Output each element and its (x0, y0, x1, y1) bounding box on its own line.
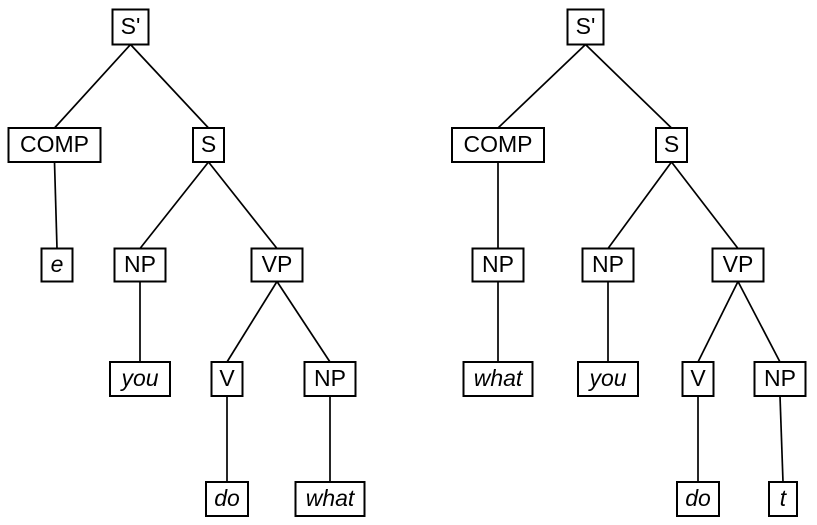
node-box-b-np2 (753, 360, 807, 398)
node-box-a-vp (250, 247, 304, 283)
node-label-a-what: what (306, 485, 356, 511)
node-box-a-np2 (303, 360, 357, 398)
tree-node-a-np2[interactable]: NP (303, 360, 357, 398)
node-label-a-comp: COMP (20, 131, 89, 157)
node-label-b-vp: VP (723, 251, 754, 277)
tree-node-b-np2[interactable]: NP (753, 360, 807, 398)
node-box-a-v (210, 360, 244, 398)
branch-line-a-s-to-a-np1 (139, 161, 210, 250)
node-box-b-t (767, 480, 799, 518)
node-label-b-comp: COMP (464, 131, 533, 157)
tree-node-a-sbar[interactable]: S' (111, 8, 150, 46)
tree-node-a-v[interactable]: V (210, 360, 244, 398)
node-box-b-np1 (581, 247, 635, 283)
node-box-b-do (675, 480, 721, 518)
node-box-a-comp (7, 126, 102, 164)
node-box-b-comp (450, 126, 546, 164)
node-label-a-vp: VP (262, 251, 293, 277)
branch-line-b-vp-to-b-np2 (737, 281, 781, 363)
surface-structure-tree-branches (497, 43, 784, 483)
branch-line-b-s-to-b-np1 (607, 161, 673, 250)
tree-node-b-vp[interactable]: VP (711, 247, 765, 283)
tree-node-a-comp[interactable]: COMP (7, 126, 102, 164)
node-box-b-np0 (471, 247, 525, 283)
node-box-a-you (108, 360, 172, 398)
node-label-b-s: S (664, 131, 679, 157)
surface-structure-tree-nodes: S' COMP S NP NP VP what you V NP do t (450, 8, 807, 518)
tree-node-a-do[interactable]: do (204, 480, 250, 518)
branch-line-a-sbar-to-a-s (129, 43, 210, 129)
branch-line-b-np2-to-b-t (779, 395, 784, 483)
node-box-b-s (654, 126, 689, 164)
tree-node-b-t[interactable]: t (767, 480, 799, 518)
branch-line-b-sbar-to-b-comp (497, 43, 587, 129)
node-label-b-v: V (690, 365, 706, 391)
branch-line-a-vp-to-a-np2 (276, 281, 331, 363)
branch-line-b-vp-to-b-v (697, 281, 739, 363)
node-label-b-you: you (587, 365, 626, 391)
node-label-a-sbar: S' (121, 13, 141, 39)
branch-line-a-vp-to-a-v (226, 281, 278, 363)
node-label-b-what: what (474, 365, 524, 391)
node-box-b-what (462, 360, 534, 398)
node-label-a-v: V (219, 365, 235, 391)
node-label-b-do: do (685, 485, 711, 511)
branch-line-a-s-to-a-vp (207, 161, 278, 250)
node-box-b-v (681, 360, 715, 398)
tree-node-b-comp[interactable]: COMP (450, 126, 546, 164)
tree-node-a-e[interactable]: e (40, 247, 74, 283)
tree-node-a-np1[interactable]: NP (113, 247, 167, 283)
node-box-b-you (576, 360, 640, 398)
tree-node-b-do[interactable]: do (675, 480, 721, 518)
node-box-b-sbar (566, 8, 605, 46)
node-label-a-s: S (201, 131, 216, 157)
branch-line-a-comp-to-a-e (53, 161, 58, 249)
node-box-a-do (204, 480, 250, 518)
node-label-b-np0: NP (482, 251, 514, 277)
tree-node-b-you[interactable]: you (576, 360, 640, 398)
node-box-a-e (40, 247, 74, 283)
tree-node-b-sbar[interactable]: S' (566, 8, 605, 46)
tree-node-b-v[interactable]: V (681, 360, 715, 398)
node-box-b-vp (711, 247, 765, 283)
node-label-a-you: you (119, 365, 158, 391)
node-label-b-sbar: S' (576, 13, 596, 39)
node-label-a-e: e (51, 251, 64, 277)
tree-node-a-vp[interactable]: VP (250, 247, 304, 283)
node-box-a-what (294, 480, 366, 518)
node-label-b-np1: NP (592, 251, 624, 277)
node-box-a-np1 (113, 247, 167, 283)
tree-node-a-s[interactable]: S (191, 126, 226, 164)
branch-line-a-sbar-to-a-comp (53, 43, 132, 129)
tree-node-b-np0[interactable]: NP (471, 247, 525, 283)
node-label-b-t: t (780, 485, 788, 511)
branch-line-b-sbar-to-b-s (584, 43, 673, 129)
branch-lines-layer (53, 43, 784, 483)
node-label-a-np1: NP (124, 251, 156, 277)
tree-node-a-you[interactable]: you (108, 360, 172, 398)
node-box-a-sbar (111, 8, 150, 46)
node-label-a-do: do (214, 485, 240, 511)
tree-node-b-s[interactable]: S (654, 126, 689, 164)
node-box-a-s (191, 126, 226, 164)
branch-line-b-s-to-b-vp (670, 161, 739, 250)
node-label-b-np2: NP (764, 365, 796, 391)
tree-node-b-what[interactable]: what (462, 360, 534, 398)
node-label-a-np2: NP (314, 365, 346, 391)
tree-node-b-np1[interactable]: NP (581, 247, 635, 283)
tree-node-a-what[interactable]: what (294, 480, 366, 518)
deep-structure-tree-branches (53, 43, 331, 482)
